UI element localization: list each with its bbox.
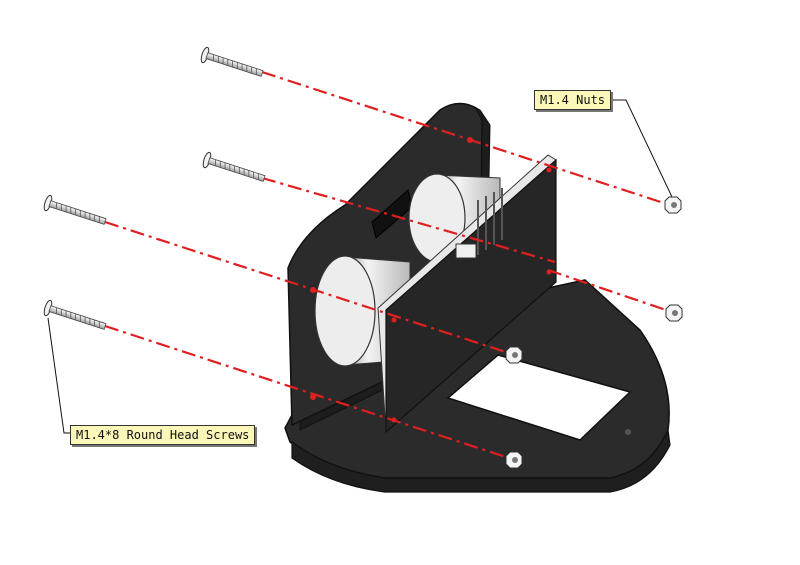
base-hole: [625, 429, 631, 435]
nuts-label: M1.4 Nuts: [534, 90, 612, 110]
assembly-axis-lines: [104, 70, 673, 462]
pcb-hole: [546, 167, 552, 173]
screw: [200, 46, 264, 77]
nut: [664, 196, 682, 214]
screw: [43, 194, 107, 225]
screw: [43, 299, 107, 330]
nut: [665, 304, 683, 322]
nut: [505, 451, 523, 469]
sensor-circuit-board: [377, 154, 557, 434]
nut: [505, 346, 523, 364]
bracket-base-plate: [284, 279, 671, 493]
screws-leader-line: [47, 317, 70, 434]
header-pins: [455, 188, 503, 259]
sensor-transducer-lower: [314, 255, 411, 367]
screws-label: M1.4*8 Round Head Screws: [70, 425, 256, 445]
nuts-leader-line: [608, 99, 673, 198]
screw: [202, 151, 266, 182]
pcb-hole: [391, 317, 397, 323]
